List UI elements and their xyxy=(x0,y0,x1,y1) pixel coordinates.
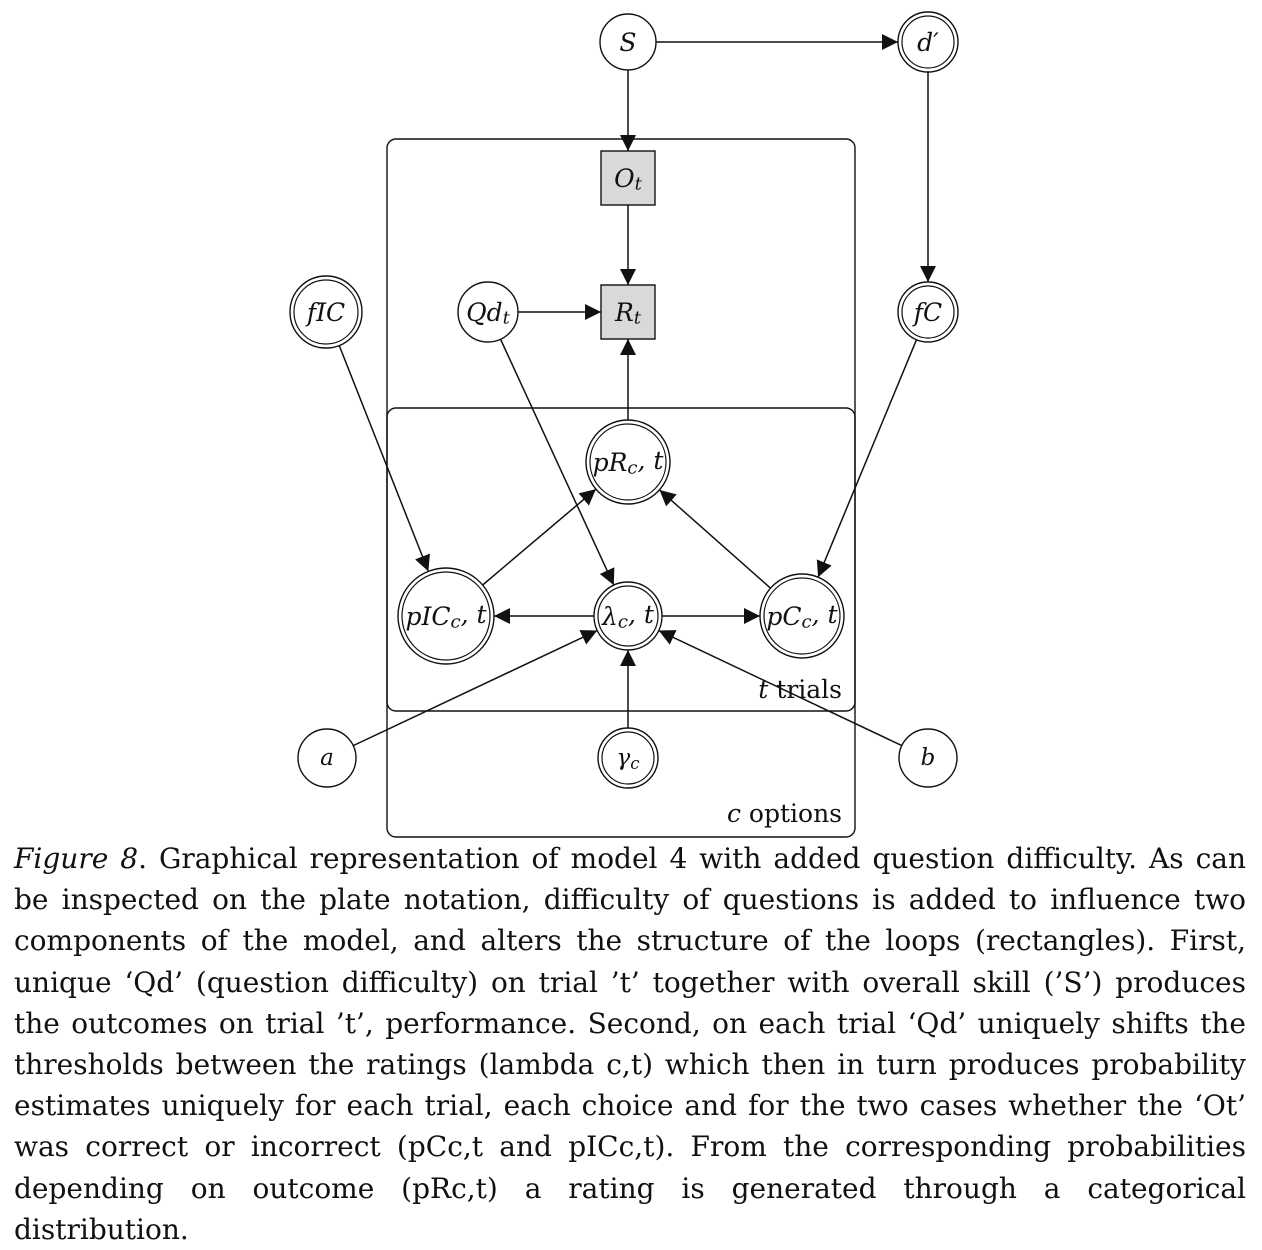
node-qdt-label: Qdt xyxy=(466,298,511,328)
plate-options-label: c options xyxy=(727,799,842,828)
edge-fc-to-pcct xyxy=(816,339,918,578)
node-fic-label: fIC xyxy=(305,298,345,327)
node-b-label: b xyxy=(921,745,936,771)
node-prct-label: pRc, t xyxy=(593,445,665,478)
node-s: S xyxy=(599,13,657,71)
plate-trials-label: t trials xyxy=(758,675,842,704)
node-qdt: Qdt xyxy=(457,281,519,343)
node-dprime: d′ xyxy=(897,11,959,73)
node-dprime-label: d′ xyxy=(917,28,939,57)
figure-label: Figure 8 xyxy=(14,842,139,875)
node-pcct: pCc, t xyxy=(759,573,845,659)
node-gammac: γc xyxy=(597,727,659,789)
edge-fic-to-picct xyxy=(338,345,430,572)
node-fic: fIC xyxy=(289,275,363,349)
node-rt: Rt xyxy=(600,284,656,340)
node-b: b xyxy=(898,728,958,788)
node-fc: fC xyxy=(897,281,959,343)
node-a-label: a xyxy=(320,745,334,771)
node-picct-label: pICc, t xyxy=(405,599,487,632)
node-picct: pICc, t xyxy=(397,567,495,665)
node-fc-label: fC xyxy=(912,298,942,327)
node-rt-label: Rt xyxy=(614,298,642,328)
node-pcct-label: pCc, t xyxy=(766,599,838,632)
node-lambdact: λc, t xyxy=(593,581,663,651)
edge-picct-to-prct xyxy=(482,488,597,586)
edge-a-to-lambdact xyxy=(352,629,598,747)
figure-caption: Figure 8. Graphical representation of mo… xyxy=(14,838,1246,1250)
node-lambdact-label: λc, t xyxy=(601,599,655,632)
node-a: a xyxy=(297,728,357,788)
node-s-label: S xyxy=(619,28,636,57)
edge-qdt-to-lambdact xyxy=(499,338,615,586)
caption-text: . Graphical representation of model 4 wi… xyxy=(14,842,1246,1246)
node-prct: pRc, t xyxy=(585,419,671,505)
edge-pcct-to-prct xyxy=(658,489,772,589)
node-ot: Ot xyxy=(600,150,656,206)
node-gammac-label: γc xyxy=(616,745,639,772)
edges-layer xyxy=(338,34,936,747)
edge-b-to-lambdact xyxy=(658,629,903,747)
node-ot-label: Ot xyxy=(614,164,643,194)
